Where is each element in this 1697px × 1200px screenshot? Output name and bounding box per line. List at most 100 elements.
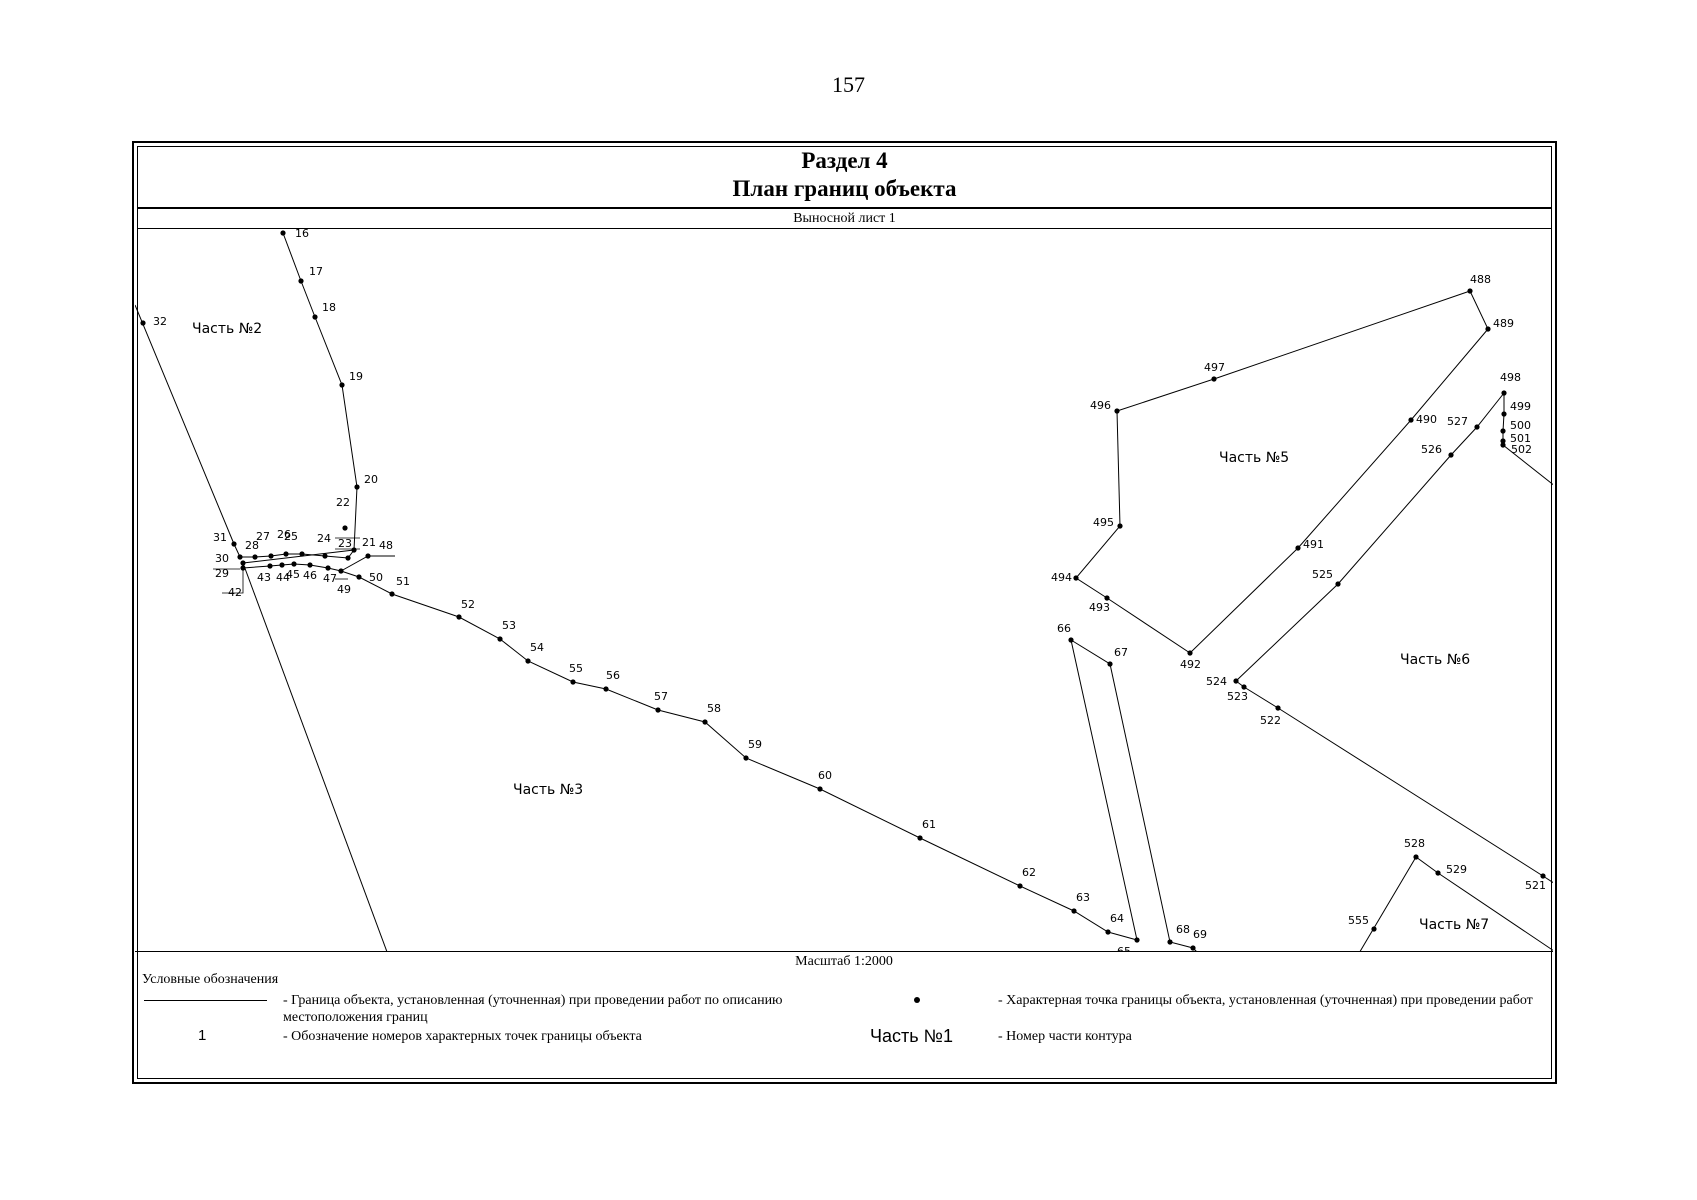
- boundary-point-58: [702, 719, 708, 725]
- sheet-label: Выносной лист 1: [138, 209, 1551, 229]
- point-number-24: 24: [317, 532, 331, 545]
- point-number-28: 28: [245, 539, 259, 552]
- part-label: Часть №6: [1400, 652, 1470, 668]
- boundary-point-45: [291, 561, 297, 567]
- point-number-54: 54: [530, 641, 544, 654]
- label-callout-line: [222, 569, 244, 594]
- boundary-line: [1075, 290, 1489, 654]
- point-number-68: 68: [1176, 923, 1190, 936]
- boundary-point-63: [1071, 908, 1077, 914]
- boundary-line: [135, 304, 355, 559]
- boundary-point-500: [1500, 428, 1506, 434]
- boundary-line: [1502, 393, 1553, 486]
- point-number-522: 522: [1260, 714, 1281, 727]
- boundary-point-19: [339, 382, 345, 388]
- boundary-line: [1070, 638, 1198, 952]
- plan-sheet-frame: Раздел 4 План границ объекта Выносной ли…: [132, 141, 1557, 1084]
- point-number-30: 30: [215, 552, 229, 565]
- legend-boundary-line-text: - Граница объекта, установленная (уточне…: [283, 993, 783, 1025]
- boundary-point-55: [570, 679, 576, 685]
- boundary-point-523: [1241, 684, 1247, 690]
- boundary-point-69: [1190, 945, 1196, 951]
- point-number-62: 62: [1022, 866, 1036, 879]
- boundary-point-24: [322, 553, 328, 559]
- boundary-point-43: [267, 563, 273, 569]
- point-number-49: 49: [337, 583, 351, 596]
- legend-title: Условные обозначения: [142, 972, 279, 987]
- point-number-496: 496: [1090, 399, 1111, 412]
- point-number-521: 521: [1525, 879, 1546, 892]
- point-number-66: 66: [1057, 622, 1071, 635]
- boundary-point-18: [312, 314, 318, 320]
- point-number-69: 69: [1193, 928, 1207, 941]
- point-number-61: 61: [922, 818, 936, 831]
- point-number-528: 528: [1404, 837, 1425, 850]
- section-title: Раздел 4: [801, 148, 888, 173]
- boundary-point-28: [252, 554, 258, 560]
- boundary-point-524: [1233, 678, 1239, 684]
- boundary-point-25: [299, 551, 305, 557]
- point-number-60: 60: [818, 769, 832, 782]
- legend-boundary-line-icon: [144, 1000, 267, 1001]
- boundary-line: [1359, 856, 1553, 952]
- point-number-501: 501: [1510, 432, 1531, 445]
- legend-part-sample: Часть №1: [870, 1026, 953, 1046]
- point-number-31: 31: [213, 531, 227, 544]
- boundary-point-522: [1275, 705, 1281, 711]
- boundary-point-48: [365, 553, 371, 559]
- scale-label: Масштаб 1:2000: [135, 951, 1553, 972]
- title-block: Раздел 4 План границ объекта: [138, 147, 1551, 209]
- point-number-20: 20: [364, 473, 378, 486]
- boundary-point-528: [1413, 854, 1419, 860]
- boundary-point-496: [1114, 408, 1120, 414]
- page-number: 157: [832, 72, 865, 97]
- boundary-point-23: [345, 555, 351, 561]
- legend: Условные обозначения - Граница объекта, …: [135, 972, 1553, 1077]
- point-number-53: 53: [502, 619, 516, 632]
- boundary-point-59: [743, 755, 749, 761]
- part-label: Часть №3: [513, 782, 583, 798]
- point-number-523: 523: [1227, 690, 1248, 703]
- point-number-27: 27: [256, 530, 270, 543]
- boundary-point-60: [817, 786, 823, 792]
- boundary-point-68: [1167, 939, 1173, 945]
- boundary-point-493: [1104, 595, 1110, 601]
- point-number-500: 500: [1510, 419, 1531, 432]
- point-number-18: 18: [322, 301, 336, 314]
- point-number-488: 488: [1470, 273, 1491, 286]
- point-number-493: 493: [1089, 601, 1110, 614]
- boundary-point-21: [351, 547, 357, 553]
- boundary-point-46: [307, 562, 313, 568]
- point-number-22: 22: [336, 496, 350, 509]
- point-number-21: 21: [362, 536, 376, 549]
- point-number-46: 46: [303, 569, 317, 582]
- point-number-67: 67: [1114, 646, 1128, 659]
- boundary-point-64: [1105, 929, 1111, 935]
- boundary-point-31: [231, 541, 237, 547]
- point-number-495: 495: [1093, 516, 1114, 529]
- boundary-point-502: [1500, 442, 1506, 448]
- boundary-point-53: [497, 636, 503, 642]
- point-number-555: 555: [1348, 914, 1369, 927]
- boundary-point-492: [1187, 650, 1193, 656]
- point-number-55: 55: [569, 662, 583, 675]
- point-number-51: 51: [396, 575, 410, 588]
- boundary-point-497: [1211, 376, 1217, 382]
- boundary-line: [282, 232, 358, 551]
- boundary-point-56: [603, 686, 609, 692]
- point-number-63: 63: [1076, 891, 1090, 904]
- boundary-point-555: [1371, 926, 1377, 932]
- point-number-492: 492: [1180, 658, 1201, 671]
- part-label: Часть №2: [192, 321, 262, 337]
- boundary-point-526: [1448, 452, 1454, 458]
- boundary-point-20: [354, 484, 360, 490]
- point-number-52: 52: [461, 598, 475, 611]
- boundary-point-61: [917, 835, 923, 841]
- point-number-26: 26: [277, 528, 291, 541]
- point-number-56: 56: [606, 669, 620, 682]
- boundary-point-22: [342, 525, 348, 531]
- point-number-490: 490: [1416, 413, 1437, 426]
- legend-point-marker-text: - Характерная точка границы объекта, уст…: [998, 993, 1533, 1008]
